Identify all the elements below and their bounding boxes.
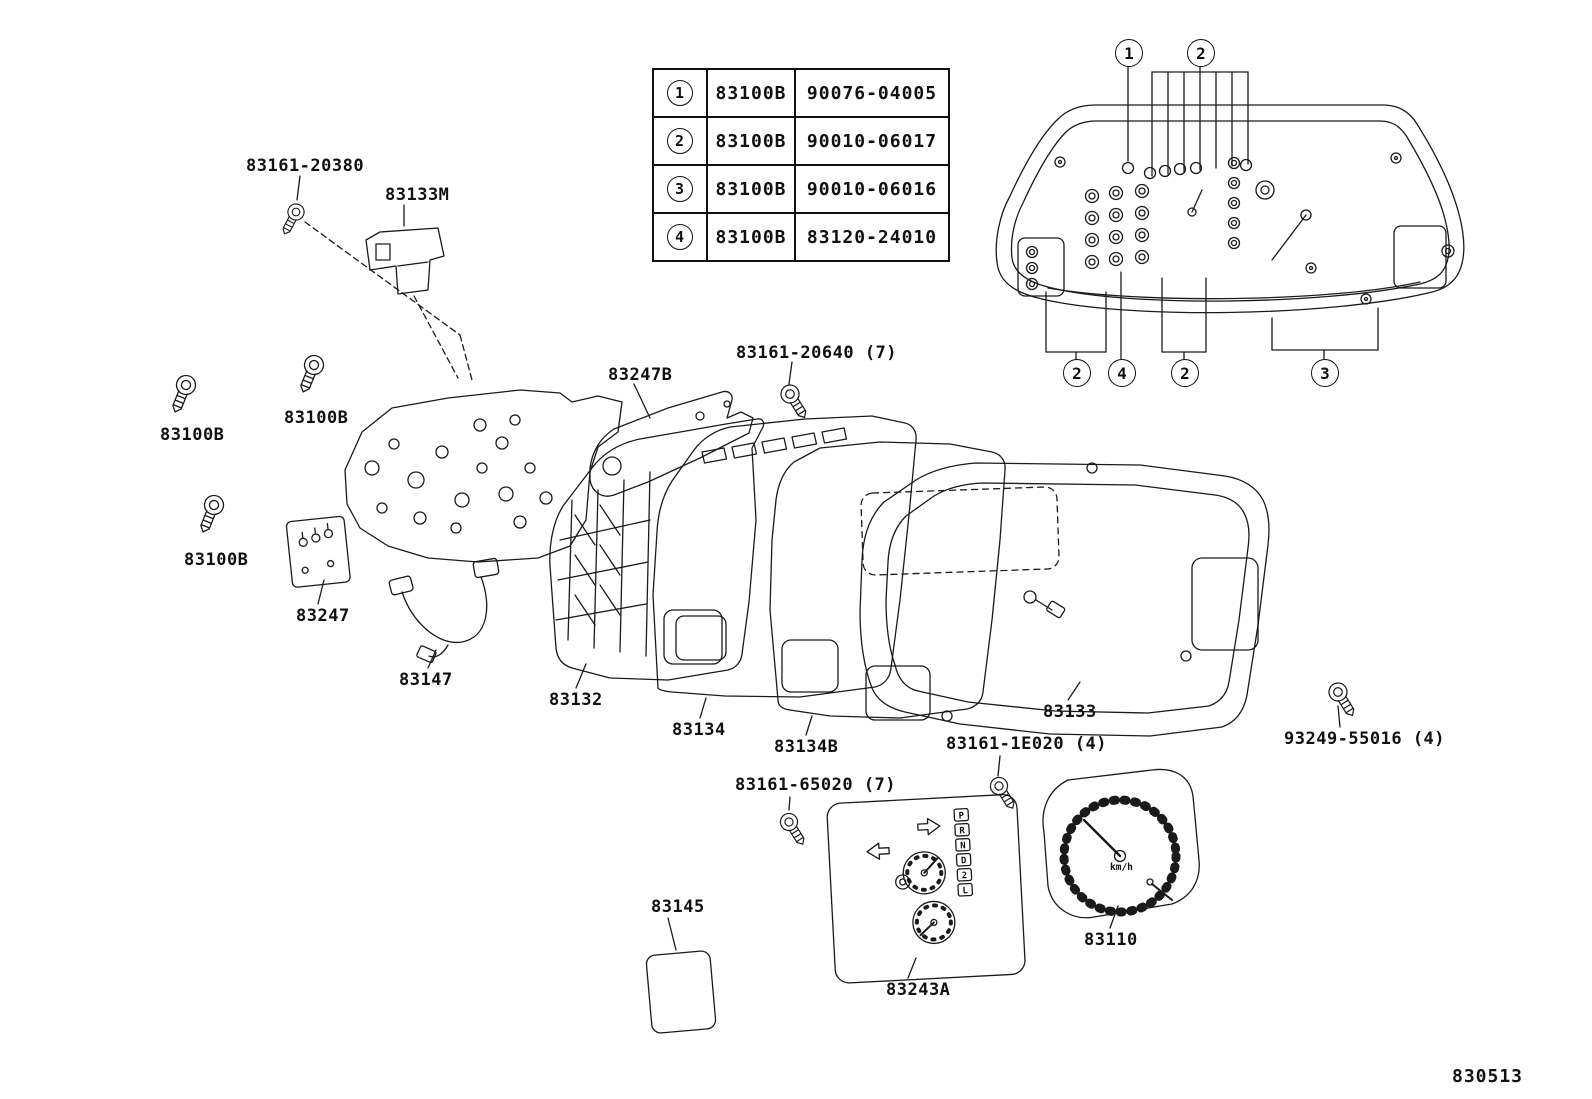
gauge-plate-83243a-drawing: P R N D 2 L <box>826 794 1026 984</box>
label-leader-lines <box>317 361 1341 979</box>
callout-number: 4 <box>667 224 693 250</box>
part-code: 83100B <box>707 117 795 165</box>
part-number: 90076-04005 <box>795 69 949 117</box>
part-number: 83120-24010 <box>795 213 949 261</box>
callout-number: 2 <box>667 128 693 154</box>
figure-number: 830513 <box>1452 1066 1524 1087</box>
part-label-83147: 83147 <box>399 670 453 690</box>
part-label-93249-55016: 93249-55016 (4) <box>1284 729 1446 749</box>
left-connector-box <box>1017 237 1065 297</box>
case-83132-drawing <box>549 418 765 681</box>
part-label-83100b-2: 83100B <box>284 408 349 428</box>
turn-right-icon <box>917 817 941 836</box>
pointer-hub <box>1300 209 1312 221</box>
dashed-leaders <box>296 175 473 381</box>
circuit-83247b-drawing <box>589 390 754 497</box>
screw-icon <box>776 380 813 423</box>
callout-number: 3 <box>667 176 693 202</box>
table-row: 1 83100B 90076-04005 <box>653 69 949 117</box>
meter-circuit-board <box>344 389 623 563</box>
connector-83247-drawing <box>285 515 351 588</box>
plate-83134b-drawing <box>769 441 1060 719</box>
part-label-83161-65020: 83161-65020 (7) <box>735 775 897 795</box>
part-label-83247: 83247 <box>296 606 350 626</box>
front-case-83133-drawing <box>859 462 1270 737</box>
gear-indicator-n: N <box>960 841 966 851</box>
table-row: 4 83100B 83120-24010 <box>653 213 949 261</box>
callout-2-top: 2 <box>1187 39 1215 67</box>
part-label-83161-1e020: 83161-1E020 (4) <box>946 734 1108 754</box>
wiring-83147-drawing <box>388 557 500 664</box>
callout-4-bottom: 4 <box>1108 359 1136 387</box>
part-label-83243a: 83243A <box>886 980 951 1000</box>
screw-icon <box>193 491 228 537</box>
cluster-rear-view <box>995 104 1465 314</box>
table-row: 2 83100B 90010-06017 <box>653 117 949 165</box>
bracket-83133m-drawing <box>365 204 445 295</box>
gear-indicator-r: R <box>959 826 966 836</box>
lens-83145-drawing <box>645 950 717 1034</box>
callout-number: 1 <box>667 80 693 106</box>
part-label-83134b: 83134B <box>774 737 839 757</box>
part-label-83100b-3: 83100B <box>184 550 249 570</box>
screw-icon <box>776 809 811 850</box>
part-label-83132: 83132 <box>549 690 603 710</box>
turn-left-icon <box>866 842 890 860</box>
part-code: 83100B <box>707 213 795 261</box>
plate-83134-drawing <box>652 415 917 698</box>
part-label-83110: 83110 <box>1084 930 1138 950</box>
part-label-83247b: 83247B <box>608 365 673 385</box>
callout-3-bottom: 3 <box>1311 359 1339 387</box>
gear-indicator-d: D <box>961 856 968 866</box>
screw-icon <box>276 200 308 239</box>
part-label-83133: 83133 <box>1043 702 1097 722</box>
screw-icon <box>986 773 1021 814</box>
part-label-83161-20640: 83161-20640 (7) <box>736 343 898 363</box>
parts-table: 1 83100B 90076-04005 2 83100B 90010-0601… <box>652 68 950 262</box>
part-label-83161-20380: 83161-20380 <box>246 156 365 176</box>
right-connector-box <box>1393 225 1447 289</box>
callout-leader-lines <box>1045 65 1379 361</box>
screw-icon <box>293 351 328 397</box>
gear-indicator-l: L <box>962 886 969 896</box>
pointer-hub <box>1187 207 1197 217</box>
speed-unit-label: km/h <box>1110 862 1133 873</box>
callout-2-bottom-b: 2 <box>1171 359 1199 387</box>
part-label-83100b-1: 83100B <box>160 425 225 445</box>
part-number: 90010-06016 <box>795 165 949 213</box>
speedometer-83110-drawing: km/h <box>1042 768 1200 919</box>
callout-2-bottom-a: 2 <box>1063 359 1091 387</box>
screw-icon <box>1324 678 1361 721</box>
part-code: 83100B <box>707 165 795 213</box>
part-number: 90010-06017 <box>795 117 949 165</box>
callout-1-top: 1 <box>1115 39 1143 67</box>
table-row: 3 83100B 90010-06016 <box>653 165 949 213</box>
part-label-83145: 83145 <box>651 897 705 917</box>
part-label-83133m: 83133M <box>385 185 450 205</box>
screw-icon <box>165 371 200 417</box>
part-label-83134: 83134 <box>672 720 726 740</box>
gear-indicator-p: P <box>958 811 965 821</box>
gear-indicator-2: 2 <box>962 871 968 881</box>
part-code: 83100B <box>707 69 795 117</box>
